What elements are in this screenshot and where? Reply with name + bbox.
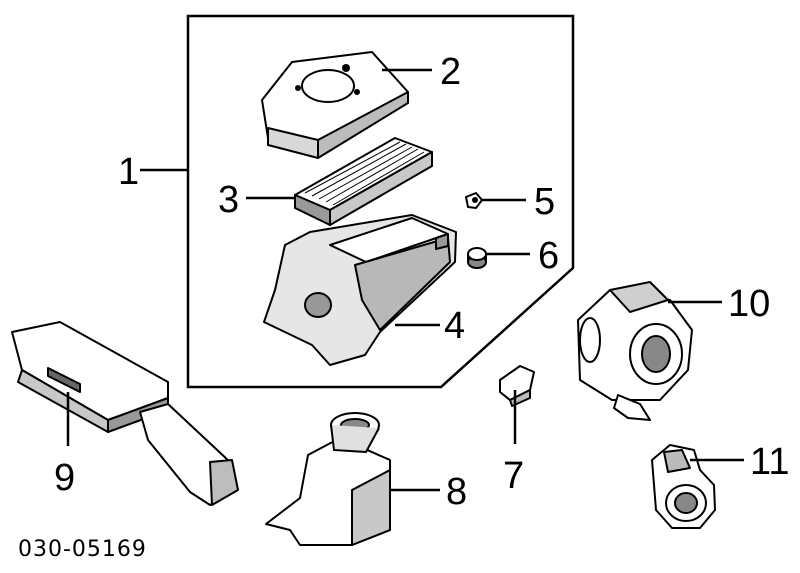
part-8-resonator: [265, 412, 391, 546]
callout-9: 9: [54, 457, 75, 499]
part-7-bracket: [499, 365, 535, 407]
callout-2: 2: [440, 51, 461, 93]
part-11-sensor-valve: [651, 444, 716, 529]
callout-6: 6: [538, 235, 559, 277]
leader-lines: [66, 68, 744, 492]
part-9-intake-duct: [11, 321, 239, 506]
callout-7: 7: [503, 455, 524, 497]
part-4-air-cleaner-housing: [263, 214, 457, 366]
callout-4: 4: [444, 305, 465, 347]
reference-code: 030-05169: [18, 537, 147, 562]
callout-3: 3: [218, 179, 239, 221]
callout-5: 5: [534, 181, 555, 223]
callout-10: 10: [728, 283, 770, 325]
callout-1: 1: [118, 151, 139, 193]
part-10-throttle-body: [577, 281, 693, 421]
assembly-frame: [186, 14, 575, 389]
callout-11: 11: [750, 441, 789, 483]
callout-8: 8: [446, 471, 467, 513]
part-5-clip: [465, 192, 483, 209]
part-6-grommet: [467, 247, 487, 269]
callout-labels: 1 2 3 4 5 6 7 8 9 10 11: [54, 51, 789, 513]
part-3-air-filter-element: [294, 137, 433, 226]
part-2-air-cleaner-cover: [261, 51, 409, 159]
